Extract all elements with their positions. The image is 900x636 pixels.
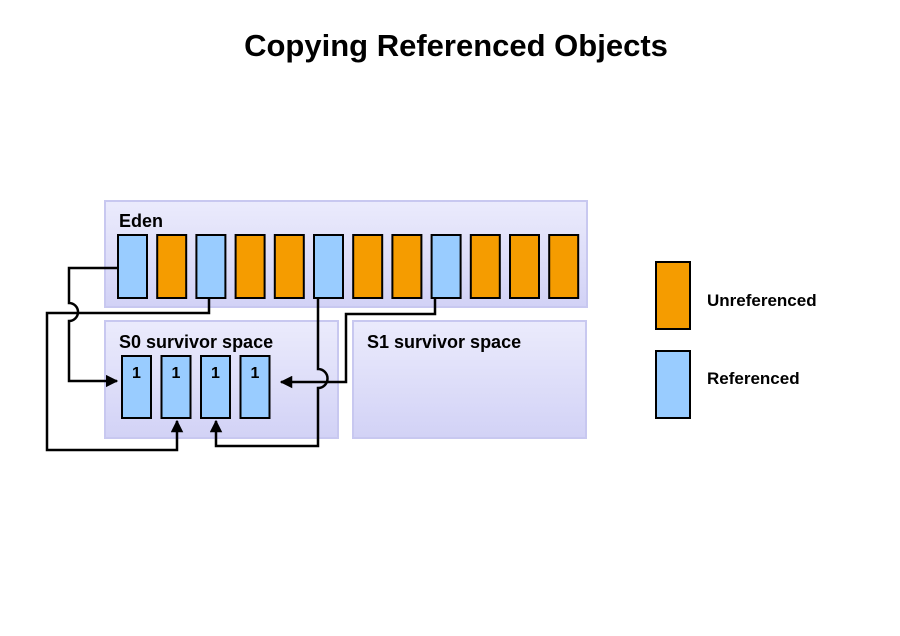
eden-object-referenced bbox=[313, 234, 344, 299]
eden-object-unreferenced bbox=[273, 234, 305, 299]
eden-object-unreferenced bbox=[156, 234, 188, 299]
eden-object-referenced bbox=[195, 234, 227, 299]
legend-referenced-swatch bbox=[655, 350, 691, 419]
eden-object-referenced bbox=[117, 234, 148, 299]
s0-object-referenced bbox=[160, 355, 192, 419]
legend: Unreferenced Referenced bbox=[655, 261, 817, 419]
s1-region bbox=[352, 320, 587, 439]
s0-object-referenced bbox=[200, 355, 231, 419]
eden-label: Eden bbox=[119, 211, 163, 231]
eden-object-unreferenced bbox=[352, 234, 384, 299]
s0-object-age-label: 1 bbox=[211, 365, 220, 382]
eden-object-unreferenced bbox=[234, 234, 266, 299]
eden-objects bbox=[117, 234, 580, 299]
eden-object-unreferenced bbox=[391, 234, 423, 299]
s1-label: S1 survivor space bbox=[367, 332, 521, 352]
eden-object-referenced bbox=[430, 234, 462, 299]
s0-object-age-label: 1 bbox=[172, 365, 181, 382]
eden-object-unreferenced bbox=[469, 234, 501, 299]
page-title: Copying Referenced Objects bbox=[244, 28, 668, 63]
s0-object-age-label: 1 bbox=[251, 365, 260, 382]
copy-arrow-4 bbox=[279, 298, 437, 389]
s0-object-referenced bbox=[239, 355, 271, 419]
legend-referenced-label: Referenced bbox=[707, 369, 800, 388]
s0-object-referenced bbox=[121, 355, 152, 419]
eden-object-unreferenced bbox=[509, 234, 540, 299]
legend-unreferenced-swatch bbox=[655, 261, 691, 330]
copy-arrow-2 bbox=[45, 298, 211, 452]
s0-object-age-label: 1 bbox=[132, 365, 141, 382]
s0-objects: 1 1 1 1 bbox=[121, 355, 271, 419]
legend-unreferenced-label: Unreferenced bbox=[707, 291, 817, 310]
eden-object-unreferenced bbox=[548, 234, 580, 299]
s0-label: S0 survivor space bbox=[119, 332, 273, 352]
